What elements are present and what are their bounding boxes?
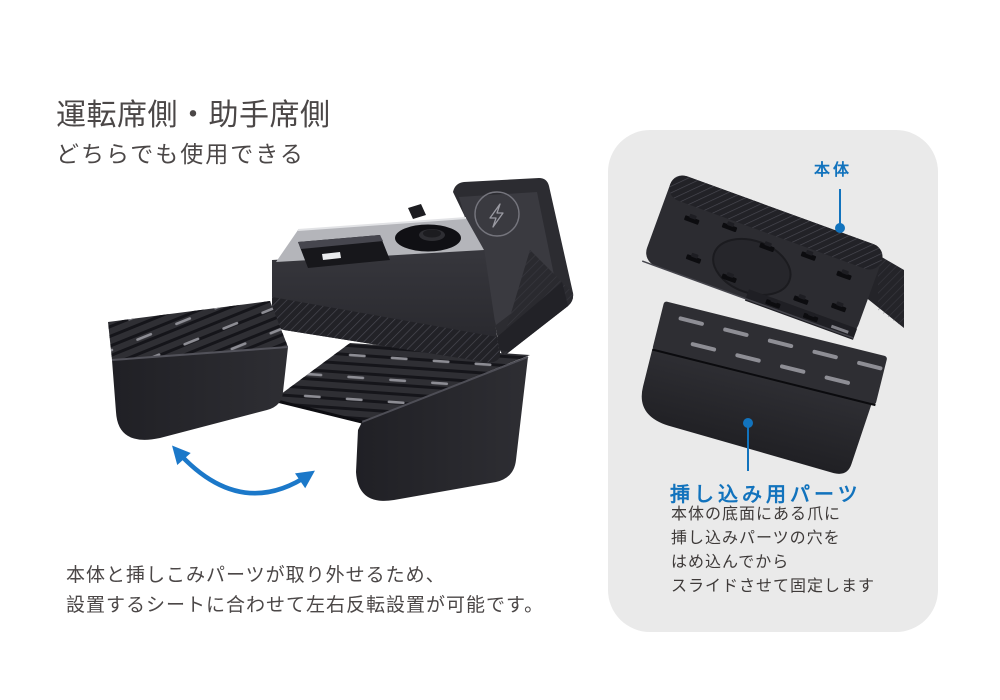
assembly-instruction-line-4: スライドさせて固定します [671, 578, 876, 595]
body-pointer-line [839, 189, 841, 224]
console-body [272, 178, 574, 363]
body-part-label: 本体 [814, 162, 853, 179]
body-pointer-dot [835, 223, 845, 233]
assembly-instruction-line-2: 挿し込みパーツの穴を [671, 530, 841, 547]
assembly-diagram-image [641, 175, 904, 474]
insert-pointer-line [747, 427, 749, 471]
insert-pointer-dot [743, 418, 753, 428]
swap-arrow-icon [172, 445, 315, 496]
insert-part [641, 301, 887, 474]
wireless-charging-circle [474, 191, 520, 237]
headline-subtitle: どちらでも使用できる [56, 141, 305, 167]
headline-title: 運転席側・助手席側 [56, 99, 331, 132]
assembly-instruction-panel: 本体 挿し込み用パーツ 本体の底面にある爪に 挿し込みパーツの穴を はめ込んでか… [608, 130, 938, 632]
assembly-instruction-line-3: はめ込んでから [671, 554, 790, 571]
charging-bolt-icon [489, 203, 504, 228]
caption-text: 本体と挿しこみパーツが取り外せるため、 設置するシートに合わせて左右反転設置が可… [66, 561, 544, 621]
insert-part-label: 挿し込み用パーツ [670, 484, 862, 506]
assembly-instruction-line-1: 本体の底面にある爪に [671, 506, 842, 523]
exploded-product-image [108, 178, 574, 501]
caption-line-1: 本体と挿しこみパーツが取り外せるため、 [66, 565, 446, 586]
insert-part-right [272, 343, 530, 501]
assembly-instructions: 本体の底面にある爪に 挿し込みパーツの穴を はめ込んでから スライドさせて固定し… [671, 503, 875, 599]
console-body-underside [641, 175, 883, 340]
caption-line-2: 設置するシートに合わせて左右反転設置が可能です。 [66, 595, 545, 616]
insert-slot-holes [678, 316, 883, 385]
insert-part-left [108, 301, 289, 440]
